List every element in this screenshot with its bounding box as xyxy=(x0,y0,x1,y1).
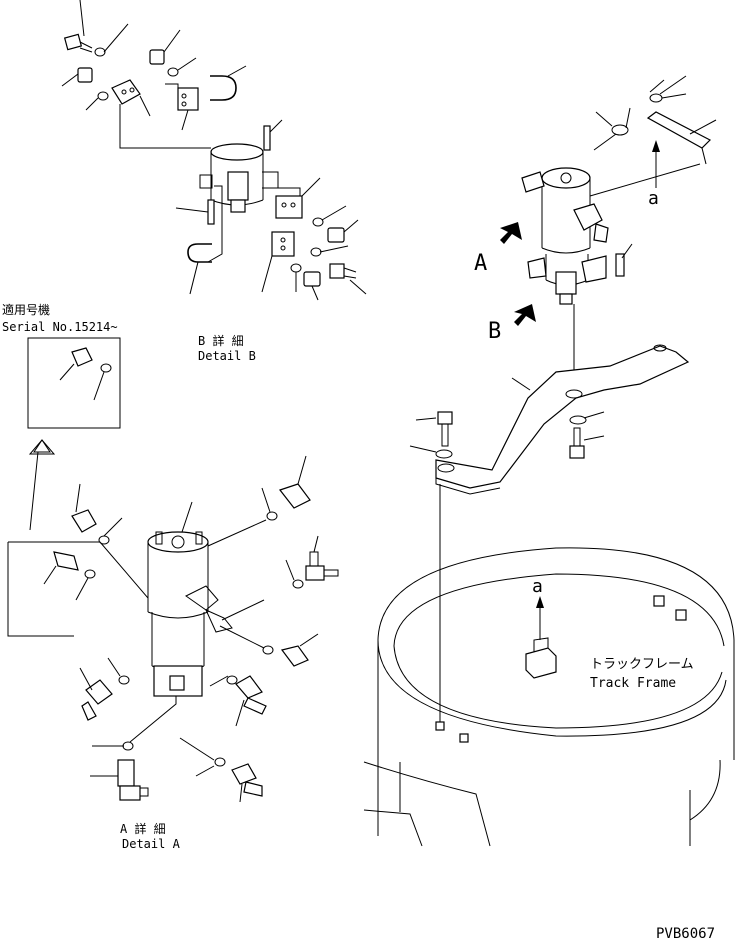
detail-b-swivel-body xyxy=(199,143,279,213)
track-frame xyxy=(363,547,735,847)
detail-b-u-bolt-1 xyxy=(210,65,247,101)
detail-a-o-ring-7 xyxy=(209,675,238,687)
detail-a-o-ring-1 xyxy=(98,517,123,545)
detail-a-o-ring-9 xyxy=(179,737,226,777)
arrow-ref-a-top xyxy=(652,140,660,188)
detail-b-nut-3 xyxy=(327,219,359,243)
detail-a-stud-1 xyxy=(155,501,203,545)
detail-b-bolt-1 xyxy=(63,0,93,53)
detail-a-elbow-1 xyxy=(71,483,97,533)
frame-stud-4 xyxy=(459,733,469,743)
detail-a-o-ring-8 xyxy=(92,696,177,751)
track-frame-label-en: Track Frame xyxy=(590,676,676,691)
frame-stud-2 xyxy=(675,609,687,621)
detail-a-swivel-body xyxy=(147,531,233,697)
frame-stud-1 xyxy=(653,595,665,607)
serial-inset-box xyxy=(27,337,121,429)
detail-b-nut-2 xyxy=(61,67,93,87)
detail-b-nut-1 xyxy=(149,29,181,65)
detail-b-washer-2 xyxy=(167,57,197,77)
detail-b-nut-4 xyxy=(303,271,321,301)
drawing-code: PVB6067 xyxy=(656,926,715,942)
detail-a-o-ring-3 xyxy=(107,657,130,685)
swivel-joint-assembly xyxy=(500,75,717,392)
ref-label-a-frame: a xyxy=(532,576,543,597)
track-frame-label-jp: トラックフレーム xyxy=(590,657,694,672)
detail-a-o-ring-6 xyxy=(219,599,274,655)
detail-a-inset-box xyxy=(7,541,149,637)
detail-a-o-ring-2 xyxy=(75,569,96,601)
detail-a-o-ring-4 xyxy=(207,487,278,547)
detail-b-u-bolt-2 xyxy=(187,243,212,295)
detail-b-clamp-3 xyxy=(275,177,321,219)
detail-b-clamp-1 xyxy=(111,79,211,149)
detail-a-elbow-7 xyxy=(231,763,263,803)
detail-a-elbow-2 xyxy=(79,667,113,721)
detail-a-label-jp: A 詳 細 xyxy=(120,821,166,836)
bracket-leader xyxy=(589,163,701,197)
detail-b-label-en: Detail B xyxy=(198,349,256,363)
bracket-plate xyxy=(646,111,717,165)
detail-b-bolt-2 xyxy=(329,263,367,295)
bracket-bolt-right xyxy=(569,427,605,459)
detail-b-washer-5 xyxy=(310,245,349,257)
upgrade-arrow xyxy=(28,439,56,531)
detail-a-elbow-3 xyxy=(279,455,311,509)
mounting-bracket xyxy=(435,344,690,495)
serial-note-jp: 適用号機 xyxy=(2,302,50,317)
detail-b-clamp-2 xyxy=(165,83,199,131)
top-washer-2 xyxy=(593,107,631,151)
detail-b-stud-2 xyxy=(175,185,223,263)
bracket-washer-right xyxy=(569,411,605,425)
view-label-a: A xyxy=(474,251,487,276)
detail-a-tee-1 xyxy=(305,535,339,581)
detail-b-washer-1 xyxy=(94,23,129,57)
detail-a-adapter-1 xyxy=(43,551,79,585)
frame-bracket xyxy=(525,637,557,679)
detail-b-washer-6 xyxy=(290,263,302,292)
bracket-washer-left xyxy=(409,445,453,459)
detail-a-label-en: Detail A xyxy=(122,837,181,851)
swivel-joint-body xyxy=(521,167,609,305)
view-label-b: B xyxy=(488,319,501,344)
detail-a-elbow-5 xyxy=(235,675,267,727)
view-arrow-a xyxy=(500,222,522,244)
frame-stud-3 xyxy=(435,721,445,731)
bracket-bolt-left xyxy=(415,411,453,447)
detail-a-assembly xyxy=(7,455,339,803)
serial-note-en: Serial No.15214~ xyxy=(2,320,118,334)
detail-a-elbow-6 xyxy=(90,759,149,801)
detail-b-stud-1 xyxy=(263,119,283,151)
detail-a-elbow-4 xyxy=(280,633,319,667)
detail-b-washer-3 xyxy=(85,91,109,111)
top-washer-1 xyxy=(649,75,687,103)
ref-label-a-top: a xyxy=(648,188,659,209)
detail-b-washer-4 xyxy=(312,205,347,227)
arrow-ref-a-frame xyxy=(536,596,544,640)
detail-b-assembly xyxy=(61,0,367,301)
detail-a-o-ring-5 xyxy=(285,559,304,589)
side-bolt xyxy=(615,243,633,277)
detail-b-clamp-4 xyxy=(261,231,295,293)
view-arrow-b xyxy=(514,304,536,326)
detail-b-label-jp: B 詳 細 xyxy=(198,333,244,348)
